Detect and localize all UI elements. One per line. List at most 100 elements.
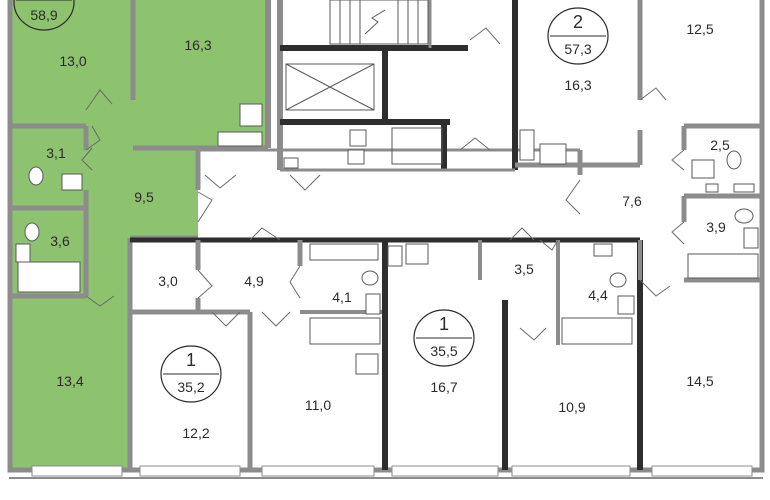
window-icon: [261, 465, 375, 477]
sink-icon: [309, 243, 379, 261]
door-swing-icon: [639, 87, 667, 101]
sink-icon: [617, 295, 635, 315]
room-area-label: 3,9: [706, 219, 726, 235]
plan-shape: [285, 63, 375, 111]
door-swing-icon: [261, 311, 291, 327]
room-area-label: 3,0: [158, 273, 178, 289]
window-icon: [139, 465, 241, 477]
door-swing-icon: [459, 137, 491, 151]
windows: [31, 465, 753, 477]
elevator-icon: [285, 63, 443, 165]
sink-icon: [519, 129, 535, 161]
apartment-badge[interactable]: 1 35,5: [413, 309, 475, 367]
room-area-label: 14,5: [686, 373, 713, 389]
sink-icon: [387, 245, 403, 267]
staircase-icon: [329, 0, 429, 45]
apartment-rooms: 2: [573, 12, 583, 32]
door-swing-icon: [211, 311, 241, 327]
door-swing-icon: [519, 327, 547, 341]
door-swing-icon: [671, 149, 685, 171]
door-swing-icon: [565, 179, 581, 215]
room-area-label: 12,5: [686, 21, 713, 37]
plan-shape: [13, 0, 75, 31]
sink-icon: [593, 243, 613, 257]
window-icon: [391, 465, 499, 477]
room-area-label: 13,4: [56, 373, 83, 389]
toilet-icon: [734, 208, 754, 224]
door-swing-icon: [85, 89, 113, 111]
room-labels: 13,0 16,3 3,1 9,5 3,6 13,4 3,0 4,9 4,1 1…: [46, 21, 730, 441]
bathtub-icon: [217, 131, 263, 147]
toilet-icon: [726, 150, 742, 170]
room-area-label: 3,1: [46, 145, 66, 161]
apartment-area: 57,3: [564, 41, 591, 57]
apartment-badge[interactable]: 2 57,3: [547, 7, 609, 65]
room-area-label: 9,5: [134, 189, 154, 205]
door-swing-icon: [671, 221, 685, 245]
window-icon: [31, 465, 123, 477]
sink-icon: [365, 293, 381, 315]
outer-walls: [7, 0, 765, 479]
doors: [81, 27, 685, 341]
room-area-label: 16,3: [564, 77, 591, 93]
bathtub-icon: [17, 261, 81, 293]
door-swing-icon: [249, 227, 281, 241]
toilet-icon: [28, 166, 44, 186]
room-area-label: 4,4: [588, 287, 608, 303]
door-swing-icon: [289, 265, 301, 299]
apartment-area: 58,9: [30, 7, 57, 23]
toilet-icon: [361, 270, 379, 286]
sink-icon: [349, 129, 367, 147]
room-area-label: 16,3: [184, 37, 211, 53]
sink-icon: [283, 157, 299, 169]
plan-shape: [285, 63, 375, 111]
room-area-label: 2,5: [710, 137, 730, 153]
sink-icon: [691, 159, 715, 179]
sink-icon: [355, 353, 379, 375]
sink-icon: [15, 243, 31, 263]
door-swing-icon: [469, 27, 501, 45]
apartment-badge[interactable]: 2 58,9: [13, 0, 75, 31]
door-swing-icon: [85, 125, 101, 151]
apartment-area: 35,2: [177, 379, 204, 395]
sink-icon: [239, 103, 263, 127]
sink-icon: [405, 243, 429, 265]
sink-icon: [61, 173, 83, 191]
door-swing-icon: [204, 174, 237, 189]
plan-shape: [329, 0, 429, 45]
room-area-label: 4,1: [332, 289, 352, 305]
plan-shape: [391, 127, 443, 165]
room-area-label: 12,2: [182, 425, 209, 441]
bathtub-icon: [309, 317, 381, 345]
bathtub-icon: [687, 253, 759, 279]
room-area-label: 7,6: [622, 193, 642, 209]
door-swing-icon: [81, 147, 93, 171]
door-swing-icon: [85, 295, 115, 307]
door-swing-icon: [197, 191, 213, 223]
room-area-label: 11,0: [305, 397, 331, 413]
door-swing-icon: [509, 227, 535, 241]
room-area-label: 3,6: [50, 233, 70, 249]
window-icon: [651, 465, 753, 477]
room-area-label: 4,9: [244, 273, 264, 289]
sink-icon: [347, 149, 365, 165]
door-swing-icon: [539, 239, 559, 251]
apartment-rooms: 1: [186, 350, 196, 370]
sink-icon: [743, 227, 759, 249]
apartment-rooms: 1: [439, 314, 449, 334]
interior-walls: [10, 0, 762, 470]
window-icon: [511, 465, 631, 477]
fixtures: [15, 103, 759, 375]
highlighted-apartment[interactable]: [10, 0, 268, 468]
highlight-fill-main: [10, 0, 268, 148]
room-area-label: 16,7: [430, 379, 457, 395]
bathtub-icon: [561, 317, 633, 345]
highlight-fill-lower: [10, 148, 130, 468]
sink-icon: [733, 183, 755, 193]
plan-shape: [364, 9, 386, 35]
room-area-label: 10,9: [558, 399, 585, 415]
sink-icon: [539, 143, 567, 165]
apartment-badge[interactable]: 1 35,2: [160, 345, 222, 403]
toilet-icon: [24, 222, 40, 242]
